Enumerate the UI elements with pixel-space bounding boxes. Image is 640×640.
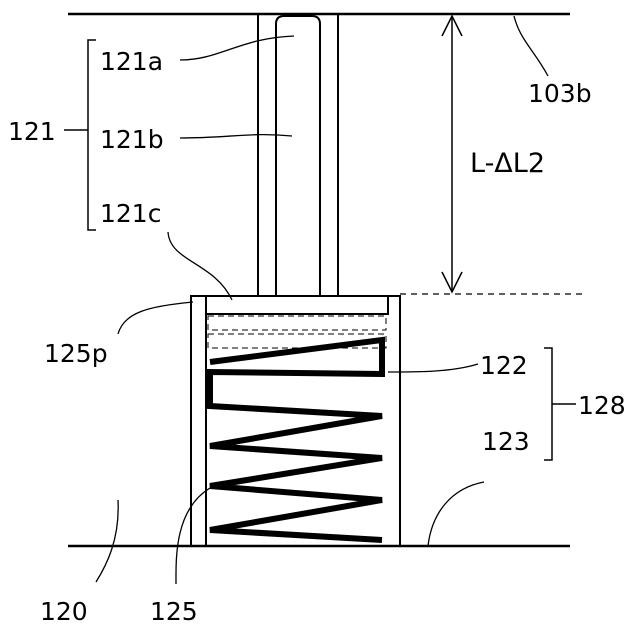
leader-125 — [176, 488, 210, 584]
label-125: 125 — [150, 597, 198, 626]
brace-128 — [544, 348, 562, 460]
leader-103b — [514, 16, 548, 76]
plate-dashed-position — [208, 316, 386, 330]
leader-122 — [388, 364, 478, 372]
label-122: 122 — [480, 351, 528, 380]
spring-122 — [210, 340, 382, 540]
label-120: 120 — [40, 597, 88, 626]
leader-123 — [428, 482, 484, 546]
label-125p: 125p — [44, 339, 108, 368]
label-121c: 121c — [100, 199, 161, 228]
brace-121 — [80, 40, 96, 230]
leader-121c — [168, 232, 232, 300]
label-121a: 121a — [100, 47, 163, 76]
label-103b: 103b — [528, 79, 592, 108]
label-123: 123 — [482, 427, 530, 456]
leader-125p — [118, 302, 193, 334]
label-dimension: L-ΔL2 — [470, 148, 545, 179]
leader-120 — [96, 500, 118, 582]
pin-head-plate — [206, 296, 388, 314]
label-121b: 121b — [100, 125, 164, 154]
pin-body — [276, 16, 320, 296]
label-121: 121 — [8, 117, 56, 146]
label-128: 128 — [578, 391, 626, 420]
